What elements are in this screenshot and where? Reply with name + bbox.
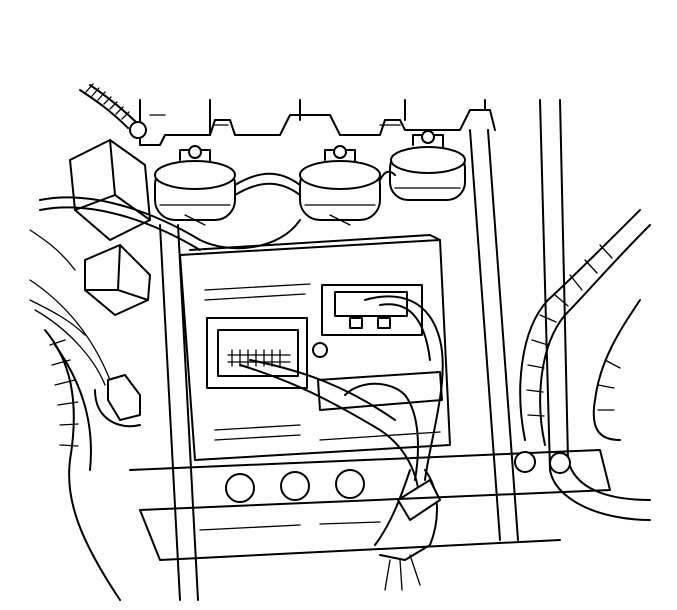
relay-block-left xyxy=(69,139,151,241)
coil-wires xyxy=(29,170,396,336)
ignition-coil-2 xyxy=(299,145,381,226)
ignition-coil-1 xyxy=(154,145,236,226)
lower-bracket xyxy=(129,449,611,561)
corrugated-hose-right xyxy=(519,209,651,446)
module-wiring-harness xyxy=(239,295,444,591)
ignition-coil-3 xyxy=(389,130,466,201)
control-module xyxy=(179,234,451,461)
left-wiring xyxy=(29,244,151,601)
connector-port-left xyxy=(206,317,308,389)
upper-bracket xyxy=(139,99,496,146)
corrugated-hose-top-left xyxy=(79,83,147,139)
connector-port-right xyxy=(321,284,423,336)
